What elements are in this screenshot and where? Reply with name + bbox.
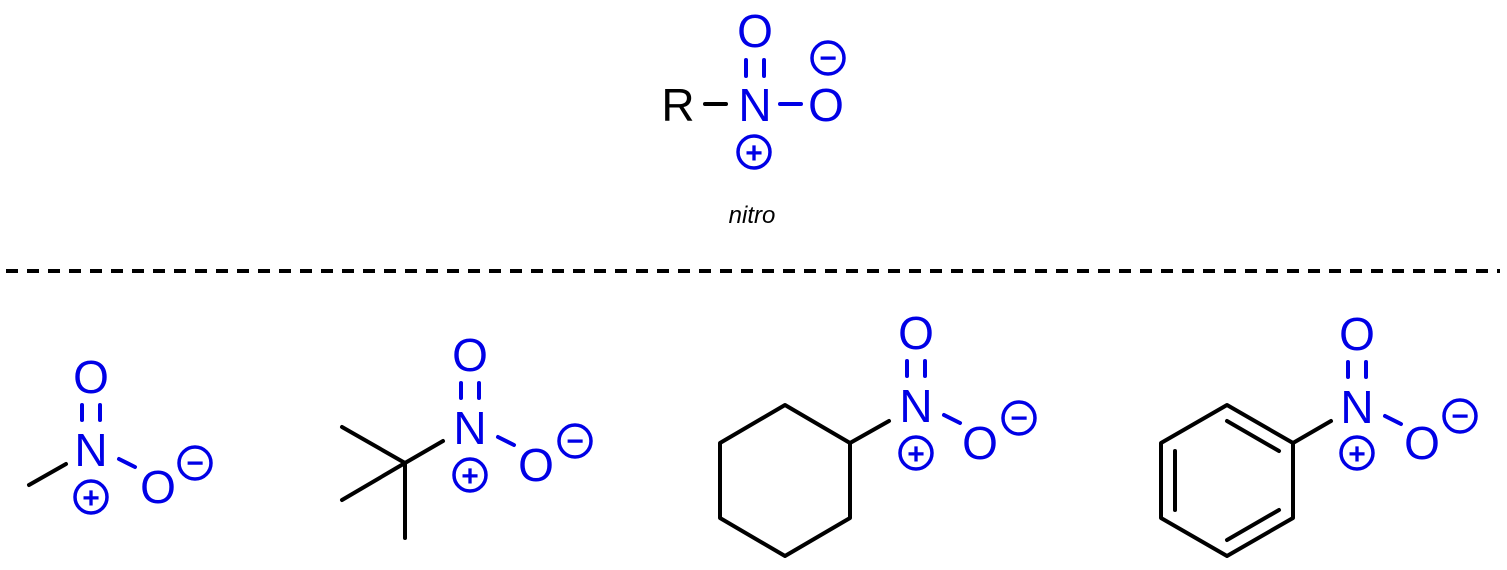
oxygen-top-label: O xyxy=(898,307,934,359)
methyl-bond-lower xyxy=(340,461,407,502)
minus-charge-icon: − xyxy=(810,40,846,76)
svg-text:+: + xyxy=(745,137,763,170)
nitro-caption: nitro xyxy=(729,202,776,229)
methyl-bond xyxy=(27,462,68,487)
aromatic-inner-bond-1 xyxy=(1225,419,1281,453)
r-group-label: R xyxy=(661,79,694,131)
nitrobenzene-structure: N O O + − xyxy=(1159,308,1478,558)
oxygen-right-label: O xyxy=(518,439,554,491)
c-n-bond xyxy=(1291,419,1333,445)
svg-text:+: + xyxy=(82,482,100,515)
c-n-bond xyxy=(848,419,891,445)
nitromethane-structure: N O O + − xyxy=(27,351,213,515)
svg-text:−: − xyxy=(1010,402,1028,435)
c-n-bond xyxy=(403,439,445,465)
svg-text:−: − xyxy=(186,447,204,480)
minus-charge-icon: − xyxy=(177,445,213,481)
plus-charge-icon: + xyxy=(898,435,934,471)
nitrogen-label: N xyxy=(74,424,107,476)
plus-charge-icon: + xyxy=(736,134,772,170)
n-o-single-bond xyxy=(117,457,137,469)
minus-charge-icon: − xyxy=(1001,400,1037,436)
cyclohexane-ring xyxy=(718,403,852,558)
svg-text:−: − xyxy=(566,425,584,458)
nitrogen-label: N xyxy=(738,79,771,131)
n-o-single-bond xyxy=(942,413,962,425)
minus-charge-icon: − xyxy=(1442,398,1478,434)
nitrogen-label: N xyxy=(1340,381,1373,433)
oxygen-top-label: O xyxy=(737,5,773,57)
oxygen-right-label: O xyxy=(1404,417,1440,469)
aromatic-inner-bond-3 xyxy=(1225,508,1281,542)
benzene-ring xyxy=(1159,403,1295,558)
n-o-single-bond xyxy=(496,435,516,447)
oxygen-top-label: O xyxy=(73,351,109,403)
methyl-bond-upper xyxy=(340,425,407,465)
minus-charge-icon: − xyxy=(557,423,593,459)
nitrogen-label: N xyxy=(453,402,486,454)
general-nitro-structure: R N O O + − xyxy=(661,5,846,170)
nitrocyclohexane-structure: N O O + − xyxy=(718,307,1037,558)
plus-charge-icon: + xyxy=(73,479,109,515)
plus-charge-icon: + xyxy=(1339,435,1375,471)
oxygen-right-label: O xyxy=(808,79,844,131)
svg-text:+: + xyxy=(1348,438,1366,471)
tert-butyl-nitro-structure: N O O + − xyxy=(340,329,593,540)
oxygen-right-label: O xyxy=(140,461,176,513)
svg-text:+: + xyxy=(461,460,479,493)
svg-text:−: − xyxy=(819,42,837,75)
oxygen-right-label: O xyxy=(962,417,998,469)
oxygen-top-label: O xyxy=(452,329,488,381)
svg-text:−: − xyxy=(1451,400,1469,433)
n-o-single-bond xyxy=(1383,414,1403,426)
nitrogen-label: N xyxy=(899,380,932,432)
svg-text:+: + xyxy=(907,438,925,471)
oxygen-top-label: O xyxy=(1339,308,1375,360)
plus-charge-icon: + xyxy=(452,457,488,493)
